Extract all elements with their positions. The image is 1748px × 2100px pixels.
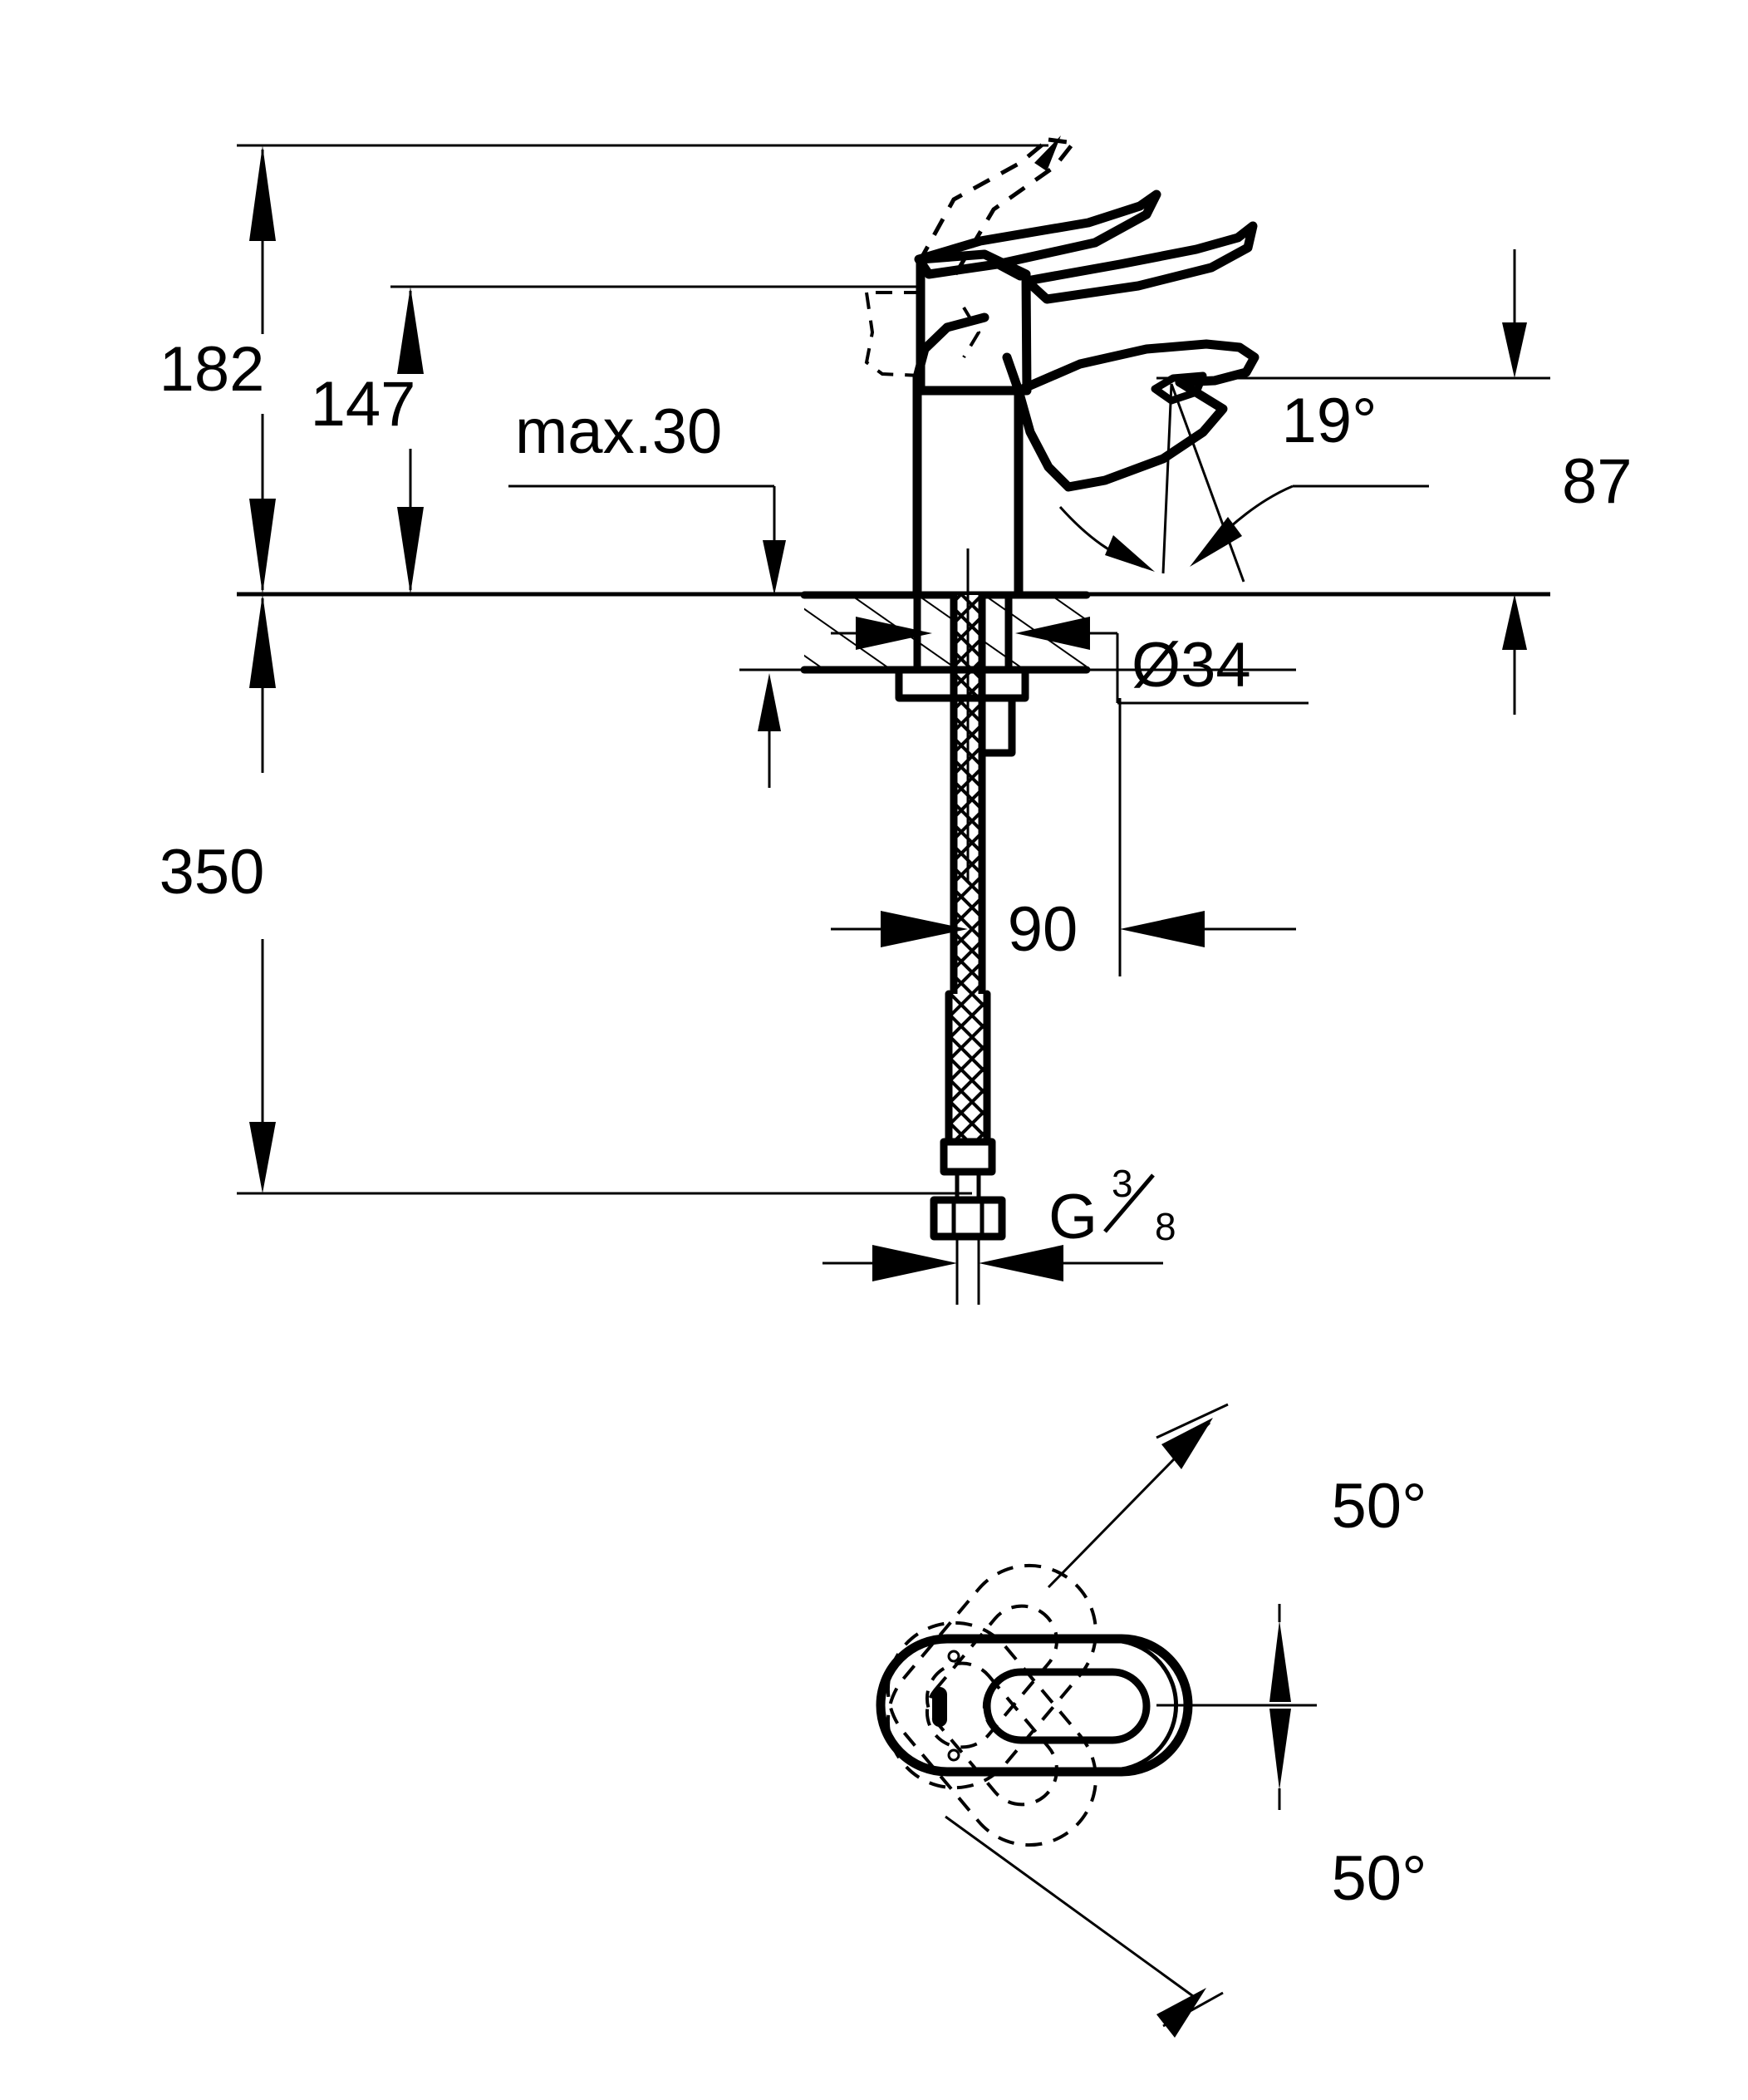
lever-handle-closed: [914, 189, 1161, 281]
dimension-label-147: 147: [311, 369, 416, 440]
dimension-label-thread-numerator: 3: [1112, 1162, 1133, 1205]
handle-travel-arrow: [1034, 135, 1061, 171]
dimension-label-90: 90: [1008, 894, 1078, 965]
dimension-thread-g38: G 3 8: [822, 1162, 1176, 1281]
dimension-19deg: 19°: [1058, 383, 1429, 583]
dimension-label-87: 87: [1562, 446, 1633, 517]
spout-outlet: [1014, 339, 1259, 492]
dimension-label-350: 350: [160, 837, 265, 907]
dimension-label-50deg-lower: 50°: [1332, 1843, 1427, 1914]
center-axis: [1156, 1604, 1317, 1810]
dimension-label-19deg: 19°: [1282, 386, 1377, 456]
dimension-label-max30: max.30: [515, 396, 722, 467]
dimension-87: 87: [1502, 249, 1633, 715]
dimension-label-thread-prefix: G: [1048, 1182, 1097, 1252]
dimension-182: 182: [160, 145, 276, 594]
dimension-diameter-34: Ø34: [831, 617, 1309, 705]
mixer-body-cap: [916, 249, 1032, 396]
spout-upper-blade: [1022, 221, 1258, 304]
dimension-label-thread-denominator: 8: [1155, 1205, 1176, 1248]
flexible-hose-lower: [945, 990, 991, 1146]
mounting-nut: [895, 666, 1029, 757]
hose-connector-fitting: [930, 1138, 1006, 1305]
dimension-147: 147: [311, 287, 424, 594]
dimension-90: 90: [831, 698, 1296, 976]
lever-handle-open-dashed: [864, 137, 1075, 377]
dimension-350: 350: [160, 594, 276, 1193]
dimension-max30: max.30: [508, 396, 786, 595]
lever-outline: [982, 1668, 1151, 1744]
dimension-50deg-lower: 50°: [945, 1815, 1427, 2038]
plan-index-marks: [932, 1650, 960, 1762]
dimension-label-50deg-upper: 50°: [1332, 1471, 1427, 1542]
dimension-50deg-upper: 50°: [1047, 1403, 1427, 1589]
dimension-label-diameter-34: Ø34: [1132, 630, 1251, 701]
swivel-range-dashed-lower: [886, 1620, 1097, 1847]
dimension-counter-thickness: [758, 673, 781, 788]
dimension-label-182: 182: [160, 334, 265, 405]
swivel-range-dashed-upper: [886, 1563, 1097, 1790]
